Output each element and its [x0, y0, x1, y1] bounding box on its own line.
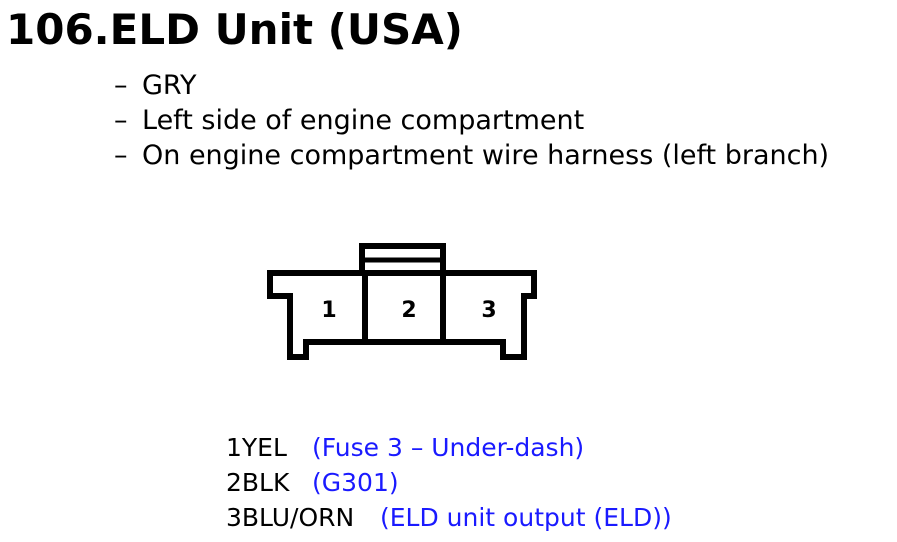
info-item-harness: –On engine compartment wire harness (lef… — [114, 138, 829, 173]
page-title: 106.ELD Unit (USA) — [6, 5, 463, 54]
pin-circuit: 1YEL — [226, 433, 287, 462]
pin-description: (G301) — [312, 468, 399, 497]
pin-label-2: 2 — [401, 298, 416, 323]
info-text-color: GRY — [142, 70, 197, 101]
pin-label-1: 1 — [321, 298, 336, 323]
info-dash: – — [114, 105, 128, 136]
pin-circuit: 2BLK — [226, 468, 290, 497]
pin-description: (Fuse 3 – Under-dash) — [312, 433, 585, 462]
pin-row-2: 2BLK (G301) — [226, 465, 672, 500]
pin-label-3: 3 — [481, 298, 496, 323]
info-text-harness: On engine compartment wire harness (left… — [142, 140, 830, 171]
info-item-location: –Left side of engine compartment — [114, 103, 829, 138]
connector-info-list: –GRY –Left side of engine compartment –O… — [114, 68, 829, 173]
pin-assignment-list: 1YEL (Fuse 3 – Under-dash) 2BLK (G301) 3BL… — [226, 430, 672, 535]
pin-row-3: 3BLU/ORN (ELD unit output (ELD)) — [226, 500, 672, 535]
info-text-location: Left side of engine compartment — [142, 105, 585, 136]
info-dash: – — [114, 140, 128, 171]
pin-description: (ELD unit output (ELD)) — [380, 503, 672, 532]
info-dash: – — [114, 70, 128, 101]
pin-circuit: 3BLU/ORN — [226, 503, 355, 532]
connector-face-diagram: 1 2 3 — [267, 243, 537, 360]
info-item-color: –GRY — [114, 68, 829, 103]
pin-row-1: 1YEL (Fuse 3 – Under-dash) — [226, 430, 672, 465]
connector-housing-outline — [267, 270, 537, 360]
